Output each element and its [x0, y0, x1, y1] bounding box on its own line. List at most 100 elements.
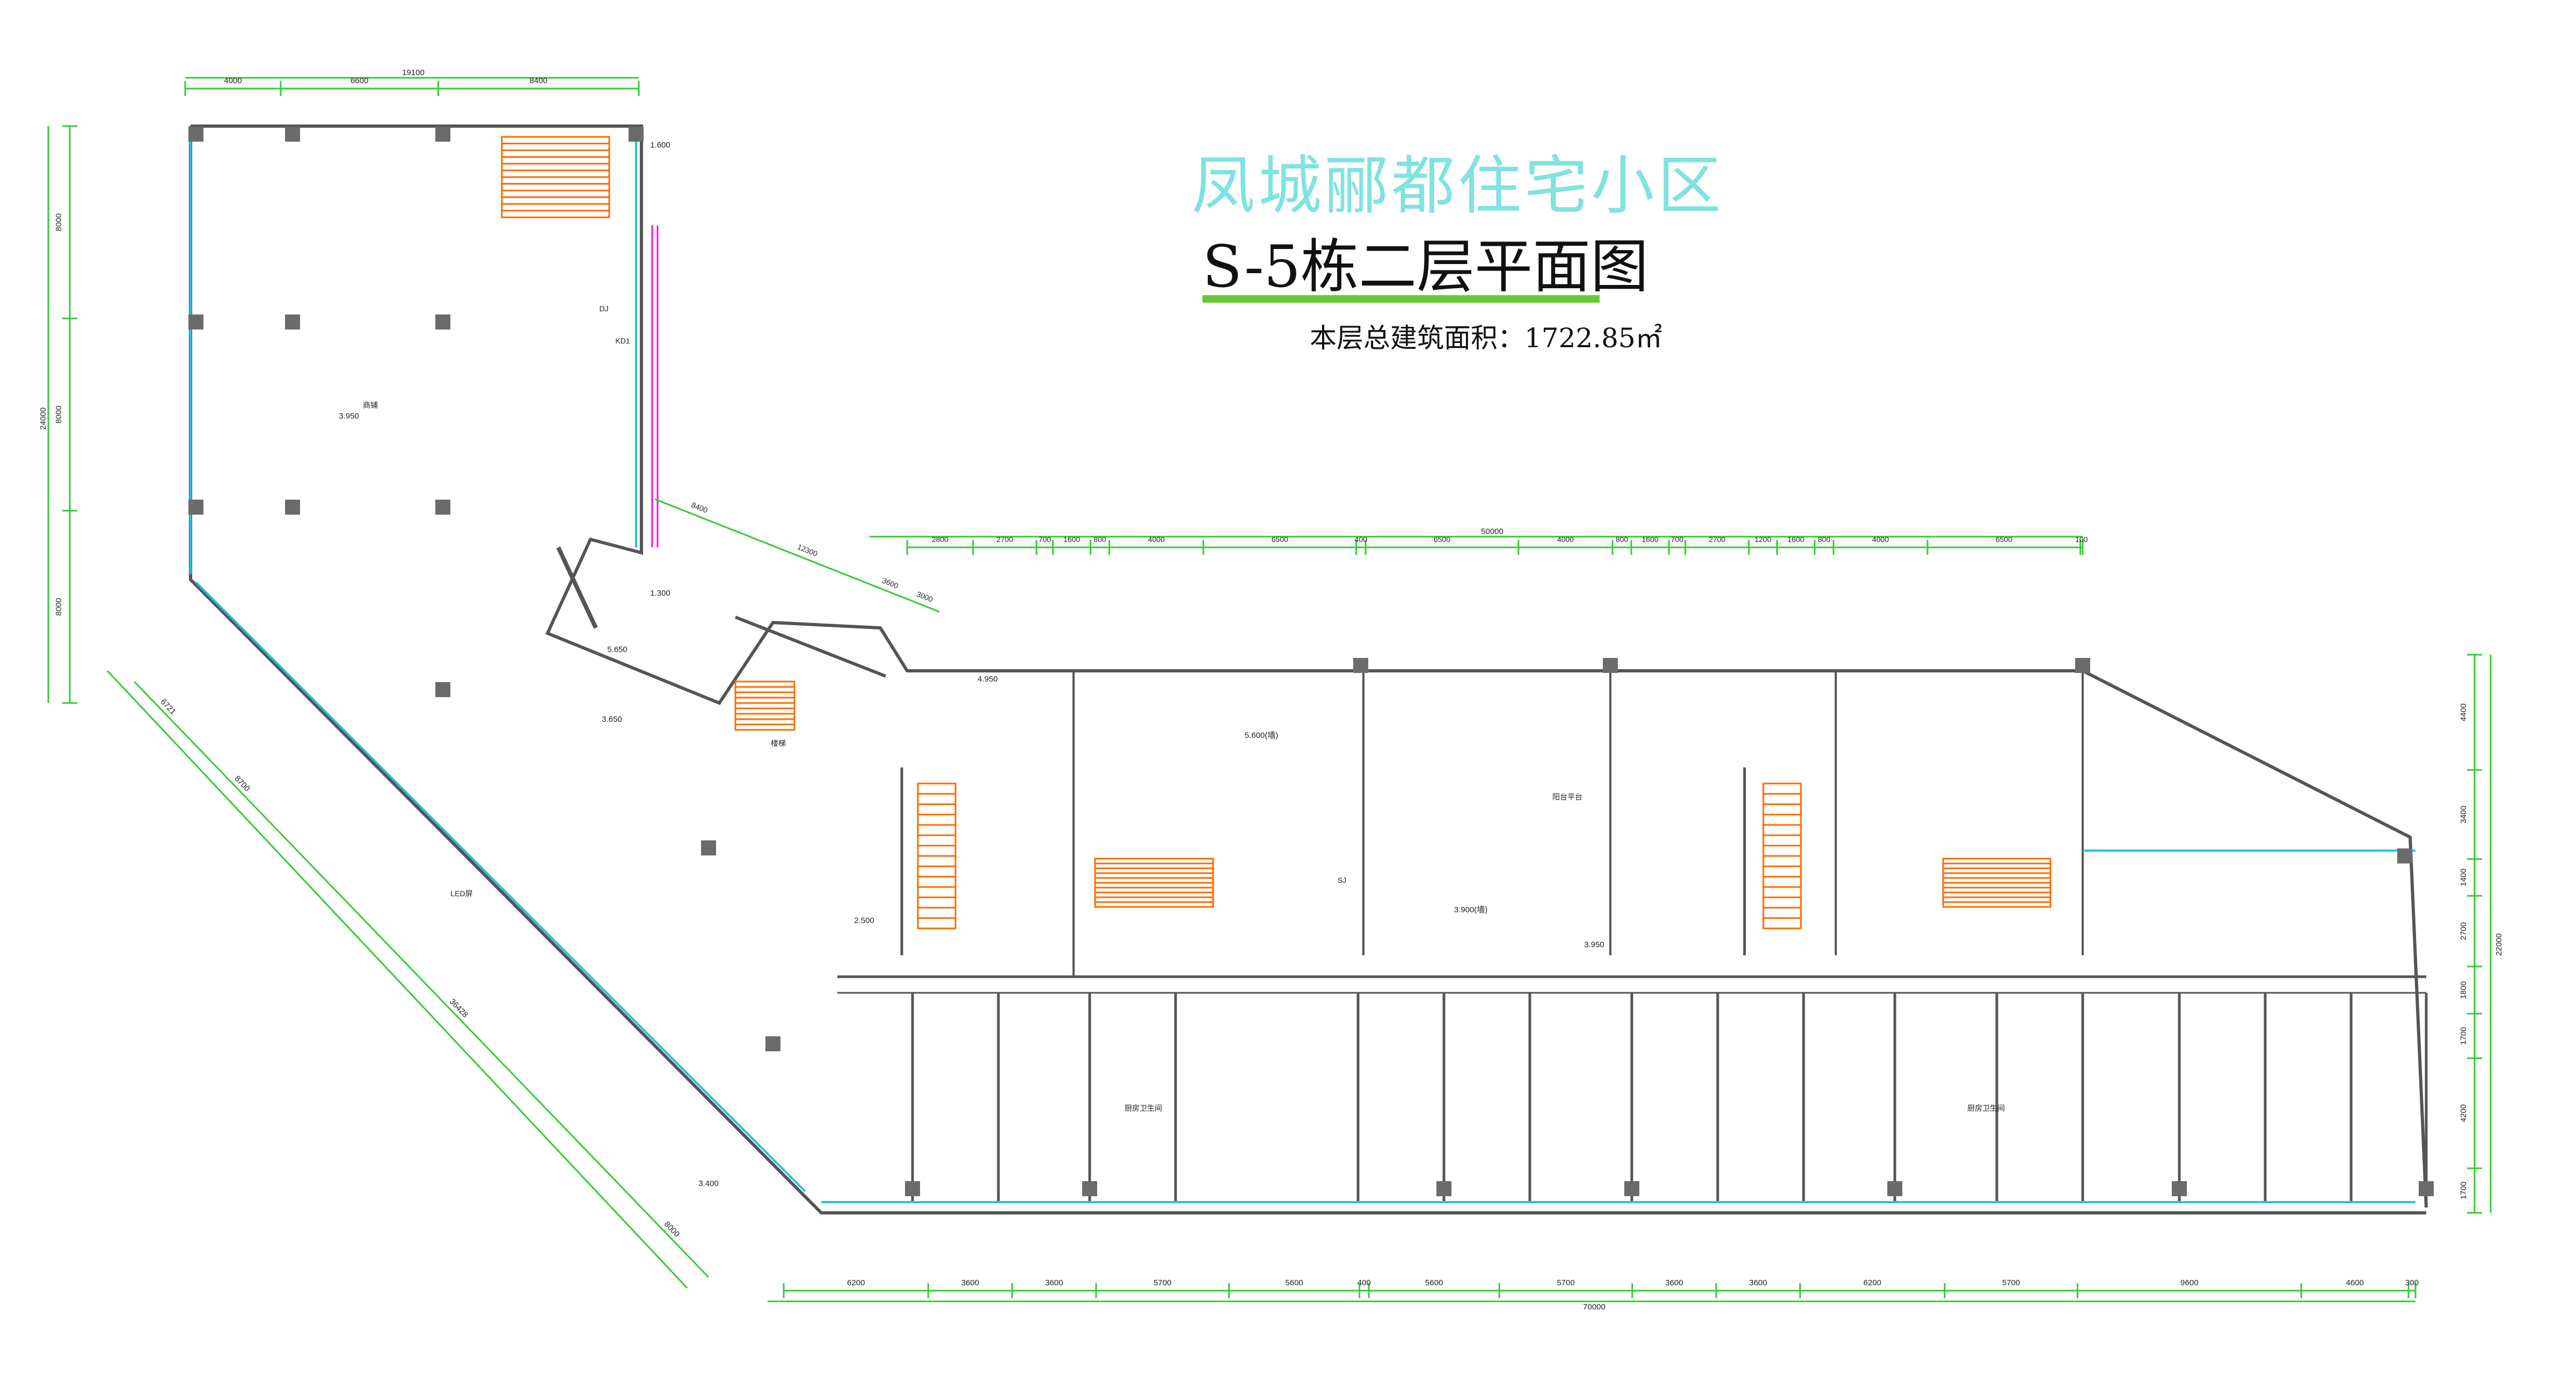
right-total-label: 22000 — [2494, 933, 2504, 956]
elevation-label: 1.600 — [650, 141, 670, 150]
bottom-dim-label: 400 — [1358, 1278, 1371, 1287]
area-label: 本层总建筑面积： — [1310, 323, 1524, 354]
angled-wing-wall — [556, 546, 598, 629]
room-label: DJ — [599, 304, 608, 313]
structural-column — [188, 500, 203, 515]
top-left-dim-label: 8400 — [530, 76, 548, 85]
top-right-dim-label: 4000 — [1557, 535, 1574, 544]
diagonal-upper-dim-line — [654, 498, 940, 613]
dimension-lines-layer — [47, 77, 2492, 1302]
structural-column — [765, 1036, 780, 1051]
right-dim-label: 4400 — [2459, 704, 2468, 721]
right-dim-label: 1700 — [2459, 1182, 2468, 1199]
top-right-dim-label: 800 — [1093, 535, 1106, 544]
structural-column — [1603, 658, 1618, 673]
bottom-dim-label: 3600 — [1045, 1278, 1063, 1287]
structural-column — [2397, 848, 2412, 863]
area-summary: 本层总建筑面积：1722.85㎡ — [1310, 317, 1662, 355]
structural-column — [1436, 1181, 1451, 1196]
bottom-dim-label: 4600 — [2346, 1278, 2363, 1287]
bottom-dim-label: 3600 — [1665, 1278, 1683, 1287]
bottom-dim-label: 300 — [2405, 1278, 2419, 1287]
bottom-dim-label: 3600 — [961, 1278, 979, 1287]
left-dim-label: 8000 — [54, 598, 63, 616]
top-right-dim-label: 1600 — [1063, 535, 1080, 544]
structural-column — [1624, 1181, 1639, 1196]
structural-column — [435, 127, 450, 142]
structural-column — [2075, 658, 2090, 673]
bottom-dim-label: 6200 — [1863, 1278, 1881, 1287]
top-right-dim-label: 4000 — [1872, 535, 1889, 544]
bottom-dim-label: 9600 — [2180, 1278, 2198, 1287]
room-label: 商铺 — [363, 401, 378, 409]
elevation-label: 5.650 — [607, 645, 627, 654]
bottom-dim-label: 5700 — [1557, 1278, 1574, 1287]
left-total-label: 24000 — [39, 407, 48, 430]
structural-column — [1082, 1181, 1097, 1196]
diagonal-left-dim-label: 8000 — [662, 1220, 681, 1239]
right-dim-label: 3400 — [2459, 806, 2468, 823]
top-right-dim-label: 700 — [1671, 535, 1684, 544]
diagonal-left-outer-line — [106, 670, 688, 1289]
top-right-dim-label: 2700 — [996, 535, 1013, 544]
bottom-dim-label: 5600 — [1425, 1278, 1443, 1287]
angled-wing-wall — [734, 616, 887, 678]
structural-column — [285, 314, 300, 330]
elevation-label: 3.950 — [1584, 940, 1604, 949]
structural-column — [905, 1181, 920, 1196]
top-right-dim-label: 800 — [1818, 535, 1831, 544]
structural-column — [629, 127, 644, 142]
room-label: 厨房卫生间 — [1125, 1104, 1162, 1112]
top-left-dim-label: 6600 — [351, 76, 368, 85]
bottom-dim-label: 5700 — [2002, 1278, 2020, 1287]
elevation-label: 3.950 — [339, 412, 359, 421]
glazing-layer — [189, 131, 2416, 1203]
right-dim-label: 2700 — [2459, 922, 2468, 940]
room-label: 阳台平台 — [1552, 793, 1582, 801]
elevation-label: 1.300 — [650, 589, 670, 598]
diagonal-upper-dim-label: 3000 — [915, 590, 934, 604]
top-right-dim-label: 400 — [1355, 535, 1368, 544]
top-right-dim-label: 800 — [1616, 535, 1629, 544]
elevation-label: 4.950 — [977, 675, 998, 684]
elevation-label: 3.900(墙) — [1454, 905, 1488, 914]
structural-column — [435, 500, 450, 515]
structural-column — [2172, 1181, 2187, 1196]
structural-column — [188, 127, 203, 142]
diagonal-left-dim-line — [133, 680, 710, 1278]
structural-column — [1887, 1181, 1902, 1196]
right-dim-label: 1400 — [2459, 868, 2468, 886]
left-dim-label: 8000 — [54, 406, 63, 423]
area-value: 1722.85㎡ — [1524, 323, 1662, 354]
bottom-total-label: 70000 — [1583, 1302, 1606, 1312]
stairs-layer — [501, 136, 2052, 929]
structural-column — [435, 314, 450, 330]
right-dim-label: 1800 — [2459, 981, 2468, 999]
structural-column — [701, 840, 716, 855]
top-right-dim-label: 6500 — [1996, 535, 2012, 544]
stair-outline — [734, 680, 796, 731]
structural-column — [285, 127, 300, 142]
top-right-dim-label: 6500 — [1434, 535, 1450, 544]
elevation-label: 3.400 — [698, 1179, 719, 1188]
structural-column — [1353, 658, 1368, 673]
top-right-dim-label: 6500 — [1272, 535, 1288, 544]
right-dim-label: 4200 — [2459, 1104, 2468, 1122]
elevation-label: 2.500 — [854, 916, 874, 925]
top-right-dim-label: 1600 — [1787, 535, 1804, 544]
pipes-layer — [651, 225, 659, 547]
top-left-dim-label: 4000 — [224, 76, 242, 85]
top-right-dim-label: 100 — [2075, 535, 2088, 544]
diagonal-left-dim-label: 6721 — [159, 697, 178, 716]
top-right-dim-label: 1600 — [1642, 535, 1659, 544]
structural-column — [2419, 1181, 2434, 1196]
room-label: SJ — [1338, 876, 1346, 884]
diagonal-upper-dim-label: 3600 — [881, 576, 900, 590]
bottom-dim-label: 5700 — [1154, 1278, 1171, 1287]
elevation-label: 3.650 — [602, 715, 622, 724]
top-right-dim-label: 700 — [1039, 535, 1052, 544]
columns-layer — [188, 127, 2434, 1196]
bottom-dim-label: 3600 — [1749, 1278, 1767, 1287]
room-label: 厨房卫生间 — [1967, 1104, 2005, 1112]
